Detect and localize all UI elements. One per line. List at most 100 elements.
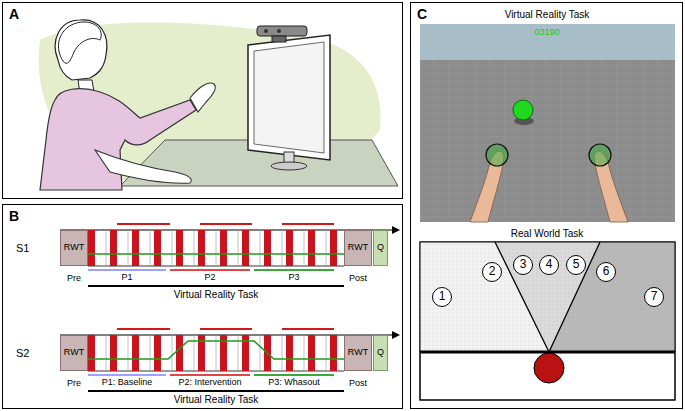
callout-number: 4	[546, 258, 553, 271]
label: P2: Intervention	[178, 377, 241, 387]
position-marker: 3	[513, 255, 533, 275]
phase-underline	[88, 374, 166, 376]
user-illustration	[39, 20, 398, 190]
callout-number: 6	[603, 265, 610, 278]
trial-bar	[264, 230, 271, 266]
label: P3	[288, 272, 299, 282]
trial-bar	[154, 230, 161, 266]
block-label: RWT	[64, 243, 84, 253]
phase-underline	[254, 374, 334, 376]
highlight-line	[200, 223, 252, 225]
callout-number: 2	[489, 265, 496, 278]
position-marker: 2	[482, 262, 502, 282]
panel-letter: C	[417, 7, 427, 22]
timeline-art	[60, 224, 400, 391]
highlight-line	[282, 328, 334, 330]
tick	[326, 230, 327, 266]
block-label: RWT	[348, 348, 368, 358]
tick	[128, 230, 129, 266]
tick	[106, 335, 107, 371]
tick	[260, 230, 261, 266]
tick	[128, 335, 129, 371]
trial-bar	[286, 230, 293, 266]
highlight-line	[117, 328, 170, 330]
task-bar	[88, 390, 344, 392]
trial-bar	[198, 230, 205, 266]
callout-number: 5	[573, 258, 580, 271]
gain-line	[88, 341, 344, 359]
test-block: RWT	[60, 230, 88, 266]
label: Virtual Reality Task	[174, 289, 259, 301]
trial-bar	[88, 335, 95, 371]
gain-line	[88, 253, 344, 255]
trial-bar	[308, 335, 315, 371]
trial-bar	[88, 230, 95, 266]
panel: C 1 2 3 4 5 6 7	[410, 2, 683, 409]
highlight-line	[200, 328, 252, 330]
arrow-head	[392, 226, 400, 234]
callout-number: 1	[439, 290, 446, 303]
position-marker: 1	[432, 287, 452, 307]
tick	[150, 230, 151, 266]
trial-bar	[176, 230, 183, 266]
block-label: Q	[377, 348, 384, 358]
block-label: RWT	[348, 243, 368, 253]
arrow-head	[392, 331, 400, 339]
label: Post	[349, 273, 367, 283]
label: Real World Task	[511, 228, 583, 240]
callout-number: 3	[520, 258, 527, 271]
tick	[304, 335, 305, 371]
trial-bar	[330, 230, 337, 266]
label: Virtual Reality Task	[505, 9, 590, 21]
block-label: Q	[377, 243, 384, 253]
position-marker: 4	[539, 255, 559, 275]
questionnaire-block: Q	[373, 335, 388, 371]
vr-screenshot	[420, 24, 675, 222]
tick	[260, 335, 261, 371]
tick	[304, 230, 305, 266]
trial-bar	[176, 335, 183, 371]
trial-bar	[286, 335, 293, 371]
test-block: RWT	[344, 335, 372, 371]
tick	[172, 335, 173, 371]
tick	[106, 230, 107, 266]
trial-bar	[110, 230, 117, 266]
trial-bar	[220, 230, 227, 266]
phase-underline	[170, 269, 250, 271]
trial-bar	[132, 335, 139, 371]
label: Pre	[67, 378, 81, 388]
tick	[238, 230, 239, 266]
label: P3: Whasout	[268, 377, 320, 387]
label: P2	[204, 272, 215, 282]
trial-bar	[132, 230, 139, 266]
tick	[150, 335, 151, 371]
panel: A	[2, 2, 403, 199]
questionnaire-block: Q	[373, 230, 388, 266]
label: Virtual Reality Task	[174, 394, 259, 406]
label: 03190	[534, 27, 559, 37]
label: S2	[16, 347, 29, 360]
phase-underline	[254, 269, 334, 271]
trial-bar	[308, 230, 315, 266]
highlight-line	[117, 223, 170, 225]
tick	[282, 230, 283, 266]
block-label: RWT	[64, 348, 84, 358]
phase-underline	[88, 269, 166, 271]
tick	[282, 335, 283, 371]
test-block: RWT	[344, 230, 372, 266]
tick	[216, 230, 217, 266]
label: S1	[16, 242, 29, 255]
position-marker: 6	[596, 262, 616, 282]
trial-bar	[330, 335, 337, 371]
tick	[326, 335, 327, 371]
phase-underline	[170, 374, 250, 376]
test-block: RWT	[60, 335, 88, 371]
position-marker: 5	[566, 255, 586, 275]
highlight-line	[282, 223, 334, 225]
callout-number: 7	[651, 290, 658, 303]
panel-letter: B	[9, 209, 19, 224]
tick	[194, 230, 195, 266]
trial-bar	[110, 335, 117, 371]
trial-bar	[242, 230, 249, 266]
